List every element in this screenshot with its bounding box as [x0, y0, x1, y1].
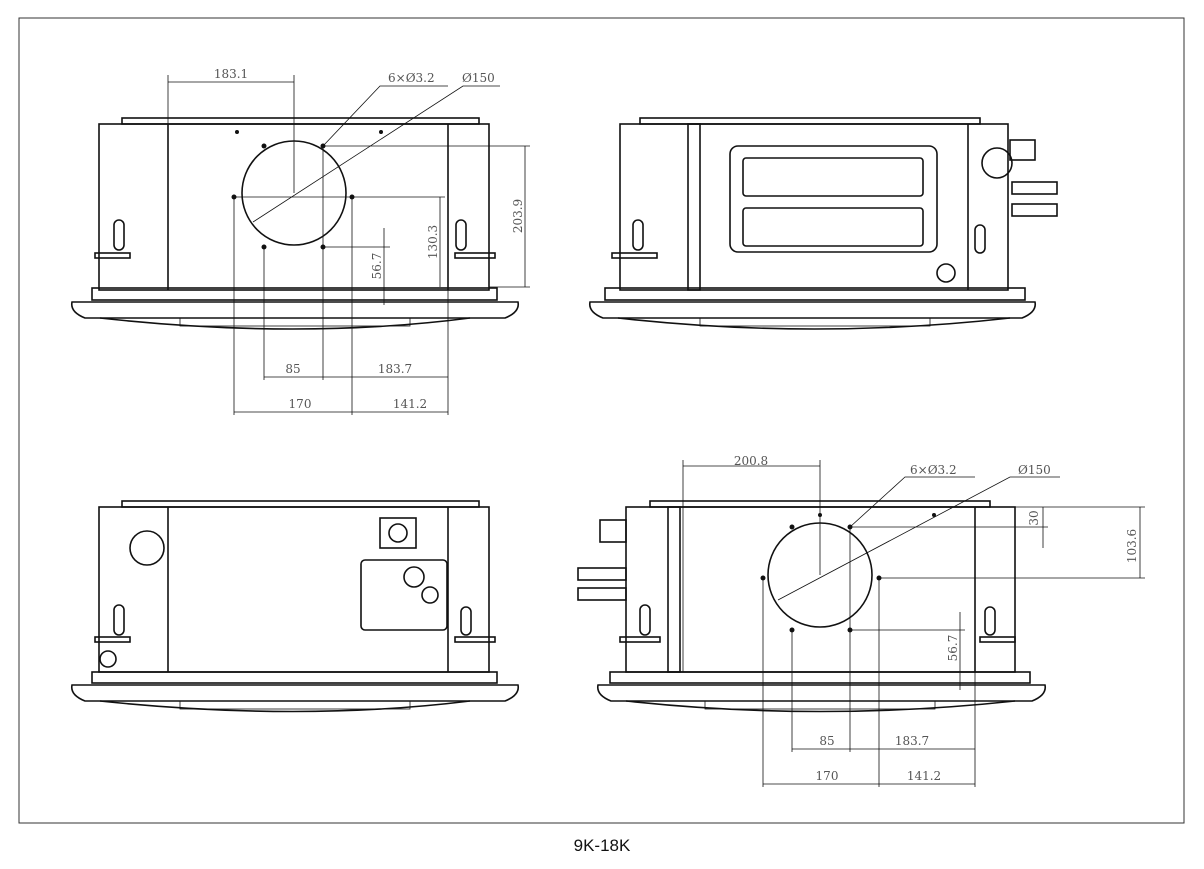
dim-height-total: 203.9 — [511, 199, 525, 233]
dim-width-offset: 200.8 — [734, 454, 768, 468]
dim-right-offset-lower: 141.2 — [393, 397, 427, 411]
pipe-fitting — [1011, 203, 1058, 217]
dim-duct: Ø150 — [462, 71, 495, 85]
drawing-frame — [18, 17, 1185, 824]
dimension-lines-rear — [682, 460, 1145, 787]
pipe-fitting — [1011, 181, 1058, 195]
hanger-bracket-left — [113, 219, 125, 251]
mounting-holes — [231, 130, 383, 250]
dim-hole-span: 170 — [816, 769, 839, 783]
drawing-caption: 9K-18K — [573, 836, 631, 855]
access-panel — [729, 145, 938, 253]
dim-height-center: 103.6 — [1125, 529, 1139, 563]
dim-hole-span: 170 — [289, 397, 312, 411]
dim-height-center: 130.3 — [426, 225, 440, 259]
dim-hole-spacing: 85 — [819, 734, 834, 748]
pipe-fitting — [577, 587, 627, 601]
dim-holes: 6×Ø3.2 — [388, 71, 435, 85]
dim-height-low: 56.7 — [946, 635, 960, 662]
dim-duct: Ø150 — [1018, 463, 1051, 477]
dim-right-offset-lower: 141.2 — [907, 769, 941, 783]
dim-holes: 6×Ø3.2 — [910, 463, 957, 477]
dim-right-offset-upper: 183.7 — [895, 734, 929, 748]
view-side-control — [588, 117, 1058, 330]
pipe-fitting — [577, 567, 627, 581]
dim-right-offset-upper: 183.7 — [378, 362, 412, 376]
pipe-panel — [360, 559, 448, 631]
dim-width-offset: 183.1 — [214, 67, 248, 81]
hanger-bracket-right — [455, 219, 467, 251]
dim-top-offset: 30 — [1027, 510, 1041, 525]
view-side-pipes — [70, 500, 520, 713]
dimension-lines-front — [167, 75, 530, 415]
view-rear-duct: 200.8 6×Ø3.2 Ø150 30 103.6 56.7 85 183.7… — [577, 454, 1145, 787]
dim-hole-spacing: 85 — [285, 362, 300, 376]
view-front-duct: 183.1 6×Ø3.2 Ø150 203.9 130.3 56.7 85 18… — [70, 67, 530, 415]
dim-height-low: 56.7 — [370, 253, 384, 280]
